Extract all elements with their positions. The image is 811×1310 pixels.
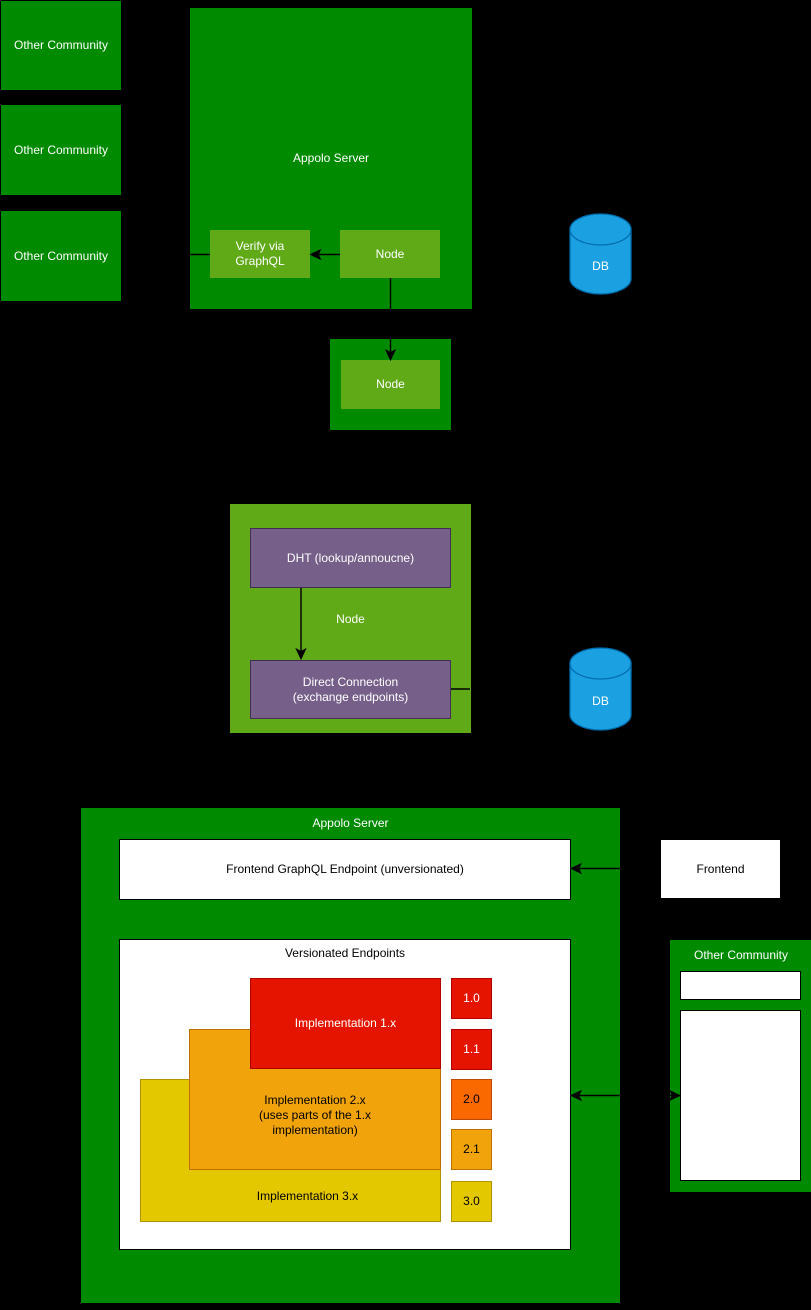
svg-text:DB: DB xyxy=(592,259,609,273)
svg-text:DB: DB xyxy=(592,694,609,708)
